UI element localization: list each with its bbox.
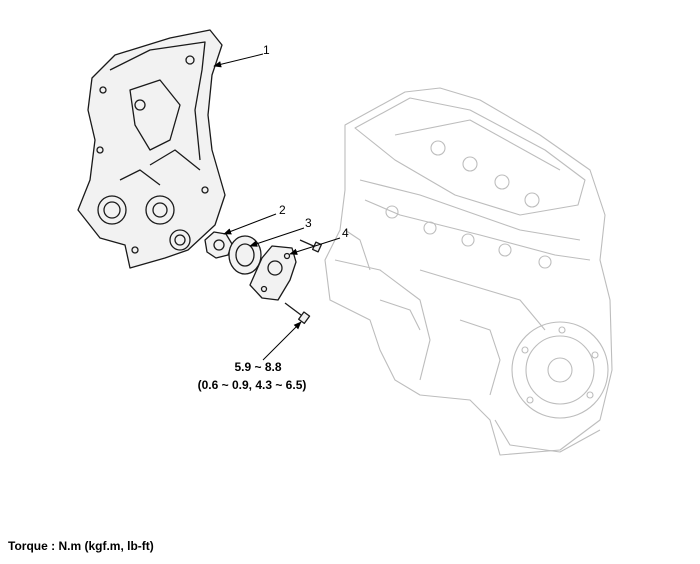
bolt-lower-illustration: [284, 302, 311, 325]
torque-value: 5.9 ~ 8.8: [234, 360, 281, 374]
callout-1: 1: [263, 43, 270, 57]
oil-pump-inner-rotor-illustration: [204, 231, 233, 259]
oil-pump-outer-rotor-illustration: [228, 235, 262, 275]
callout-2: 2: [279, 203, 286, 217]
callout-4: 4: [342, 226, 349, 240]
engine-block-illustration: [324, 87, 613, 456]
torque-alt-units: (0.6 ~ 0.9, 4.3 ~ 6.5): [198, 378, 307, 392]
callout-leader-1: [213, 53, 264, 68]
callout-leader-3: [249, 227, 305, 247]
callout-leader-2: [223, 213, 277, 235]
torque-leader: [262, 321, 302, 361]
oil-pump-cover-illustration: [249, 245, 297, 301]
callout-3: 3: [305, 216, 312, 230]
torque-units-footer: Torque : N.m (kgf.m, lb-ft): [8, 539, 154, 553]
callout-leader-4: [289, 237, 341, 255]
timing-chain-cover-illustration: [77, 29, 226, 269]
